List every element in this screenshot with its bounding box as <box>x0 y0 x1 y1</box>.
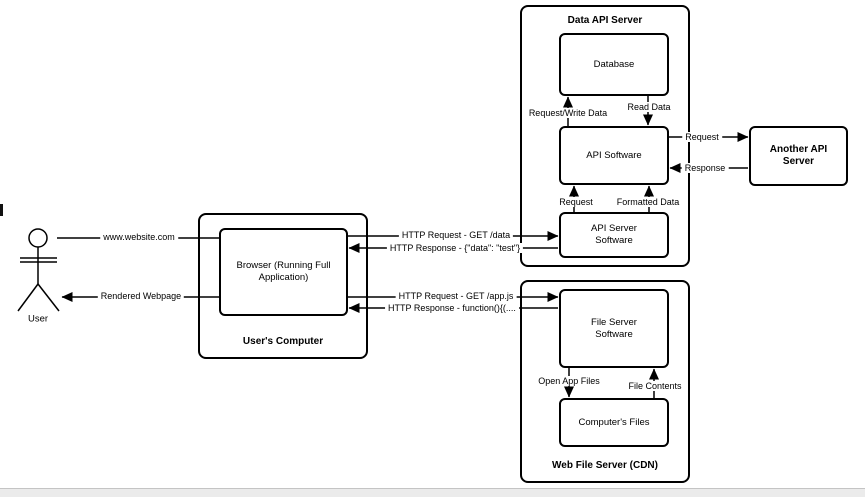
user-label: User <box>27 313 49 325</box>
another-api-server-label: Another API Server <box>769 143 828 168</box>
user-leg-left <box>17 283 39 312</box>
database-box: Database <box>559 33 669 96</box>
user-head <box>28 228 48 248</box>
label-request-up: Request <box>556 197 596 207</box>
label-www-website: www.website.com <box>100 232 178 242</box>
web-file-server-title: Web File Server (CDN) <box>552 460 658 471</box>
browser-label: Browser (Running Full Application) <box>236 260 331 283</box>
browser-box: Browser (Running Full Application) <box>219 228 348 316</box>
file-server-software-box: File Server Software <box>559 289 669 368</box>
label-http-request-appjs: HTTP Request - GET /app.js <box>395 291 517 301</box>
api-server-software-label: API Server Software <box>591 223 637 246</box>
data-api-server-title: Data API Server <box>567 15 643 26</box>
database-label: Database <box>593 58 635 70</box>
label-file-contents: File Contents <box>625 381 685 391</box>
label-rendered-webpage: Rendered Webpage <box>97 291 185 301</box>
api-server-software-box: API Server Software <box>559 212 669 258</box>
api-software-box: API Software <box>559 126 669 185</box>
label-http-response-data: HTTP Response - {"data": "test"} <box>386 243 524 253</box>
api-software-label: API Software <box>586 149 642 161</box>
another-api-server-box: Another API Server <box>749 126 848 186</box>
label-http-response-appjs: HTTP Response - function(){(.... <box>385 303 519 313</box>
label-open-app-files: Open App Files <box>535 376 603 386</box>
computers-files-box: Computer's Files <box>559 398 669 447</box>
label-formatted-data: Formatted Data <box>613 197 683 207</box>
left-edge-mark <box>0 204 3 216</box>
label-request-write-data: Request/Write Data <box>525 108 611 118</box>
label-http-request-data: HTTP Request - GET /data <box>398 230 514 240</box>
user-figure <box>17 228 60 312</box>
label-response-from-another: Response <box>681 163 729 173</box>
users-computer-box: User's Computer <box>198 213 368 359</box>
users-computer-title: User's Computer <box>242 336 324 347</box>
footer-bar <box>0 488 865 497</box>
label-request-to-another: Request <box>682 132 722 142</box>
web-file-server-box: Web File Server (CDN) <box>520 280 690 483</box>
label-read-data: Read Data <box>624 102 674 112</box>
file-server-software-label: File Server Software <box>591 316 637 340</box>
user-leg-right <box>37 283 60 312</box>
computers-files-label: Computer's Files <box>578 416 650 428</box>
